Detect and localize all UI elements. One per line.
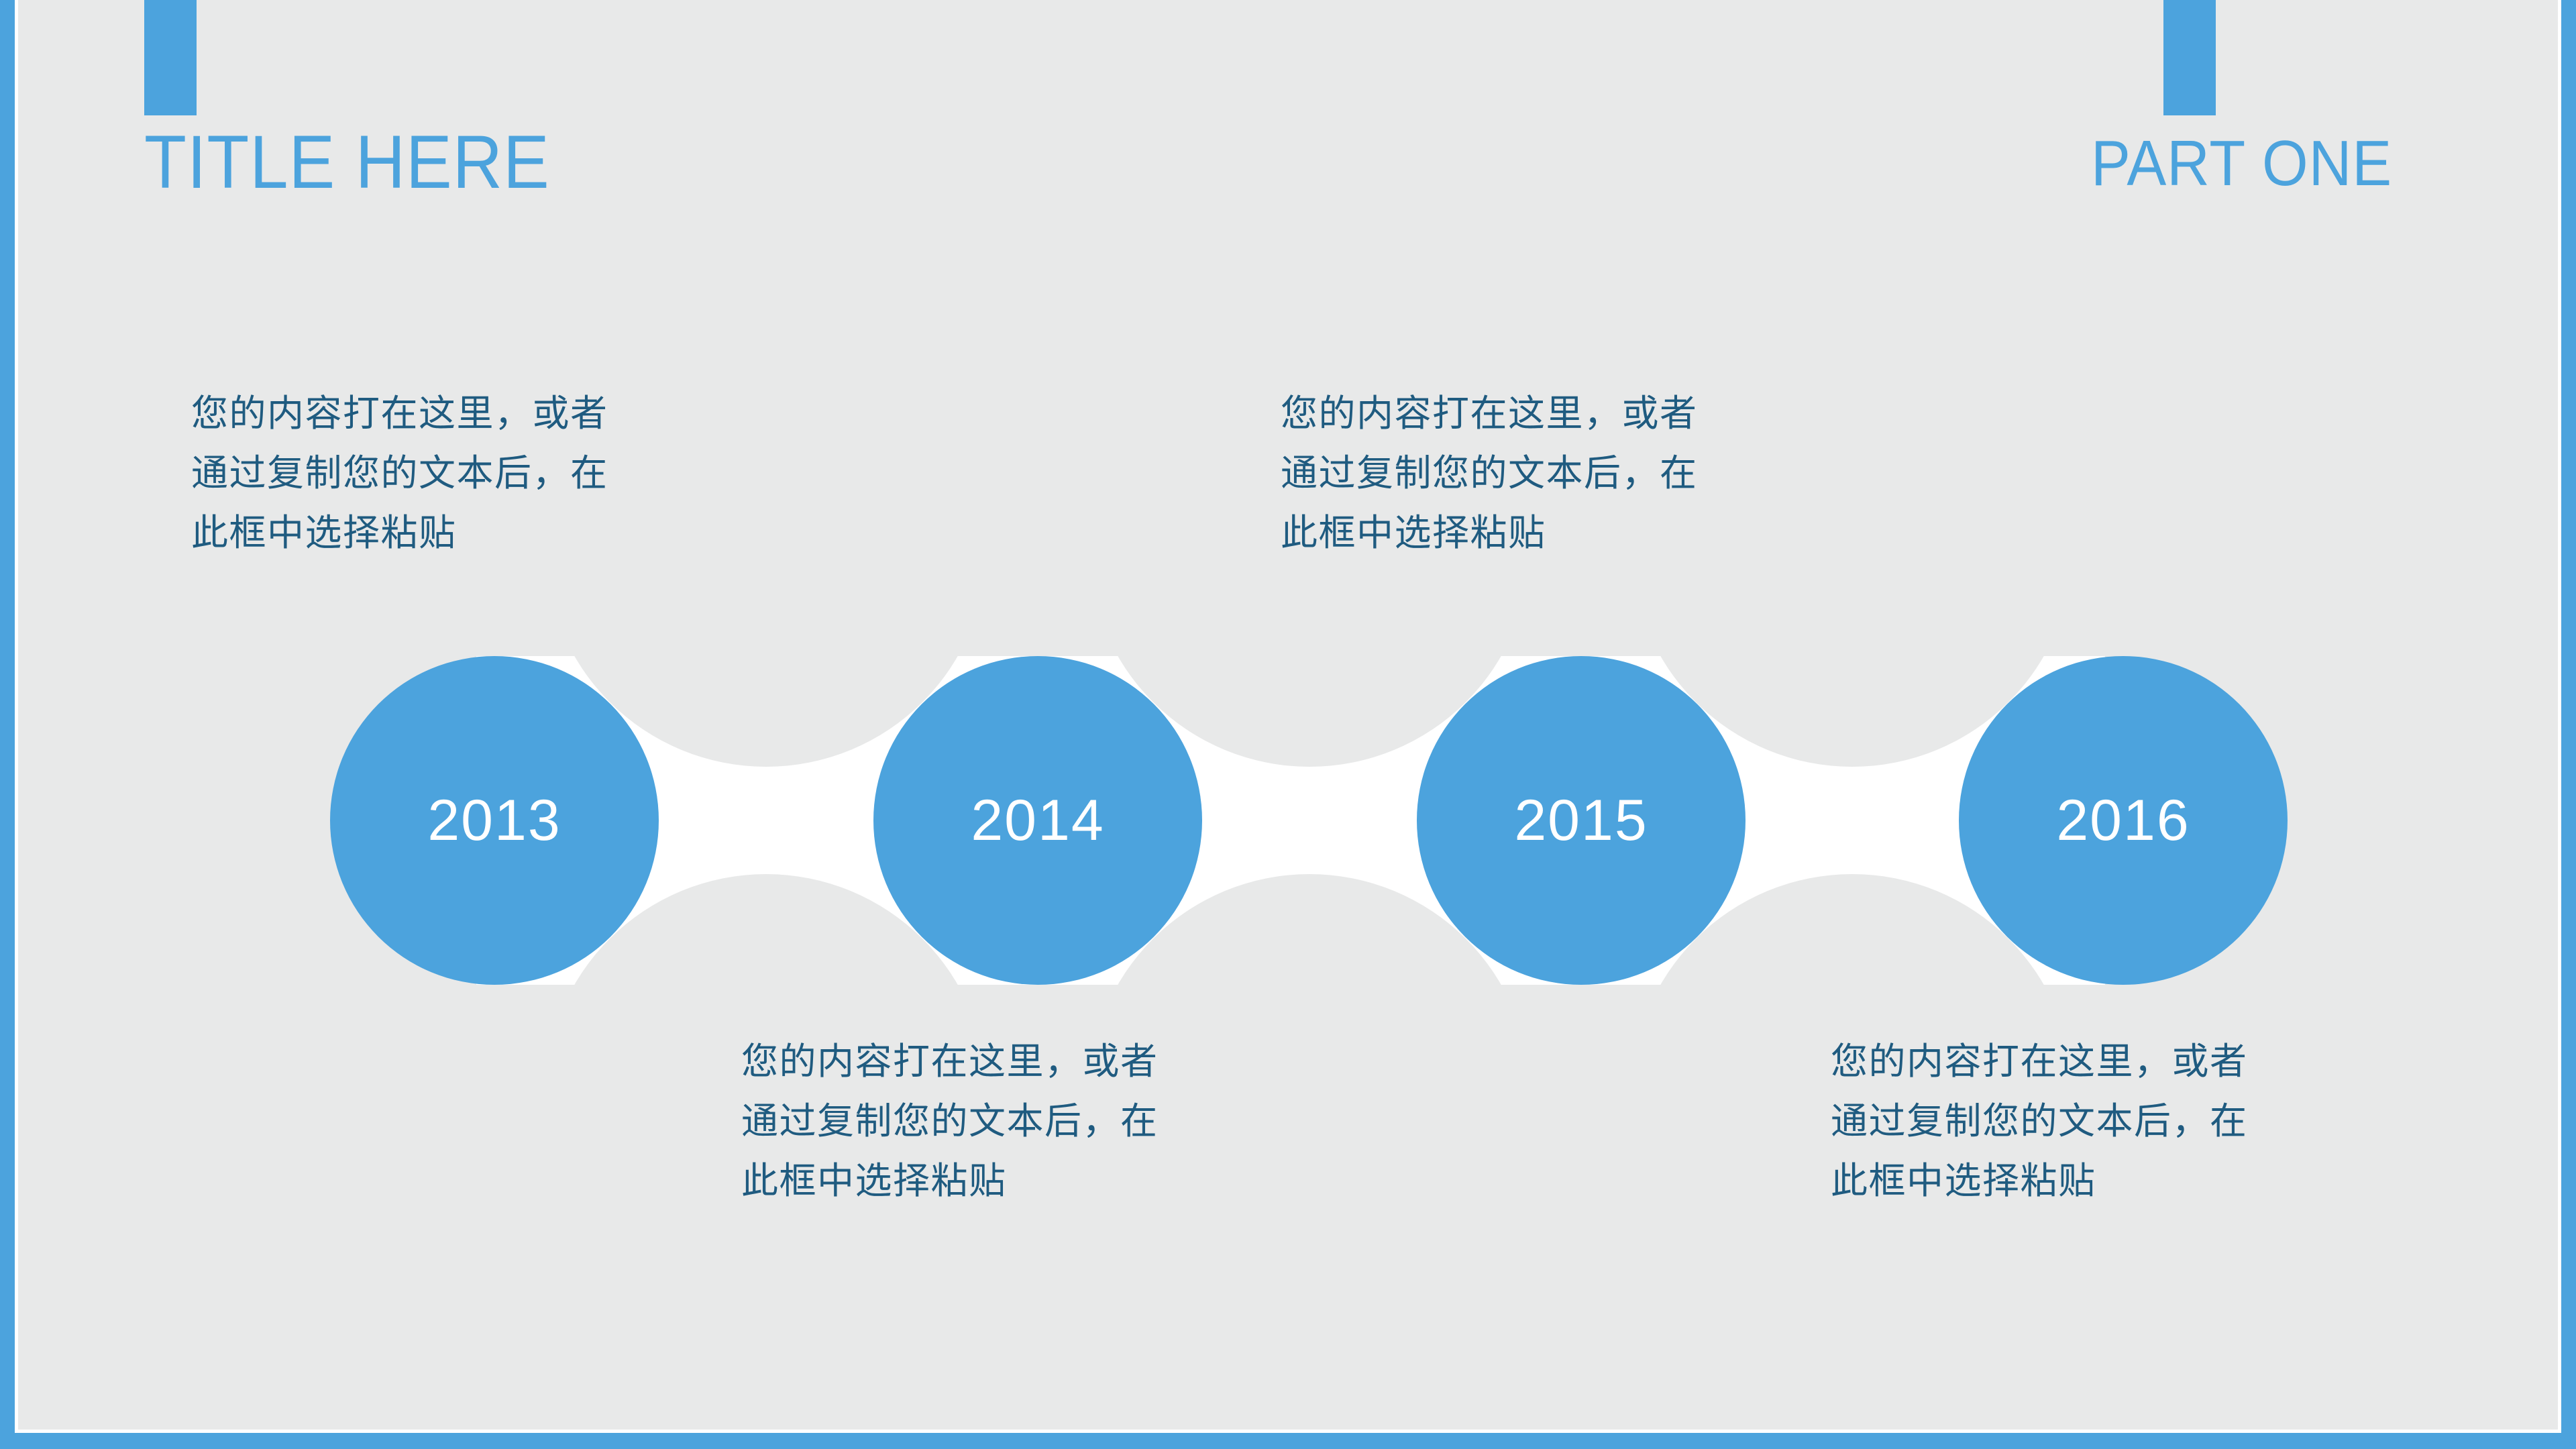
timeline-node-circle <box>1959 656 2288 985</box>
timeline-node-year: 2014 <box>971 788 1104 853</box>
section-label: PART ONE <box>2090 127 2392 199</box>
timeline-node-circle <box>1417 656 1746 985</box>
caption-2016: 您的内容打在这里，或者 通过复制您的文本后，在 此框中选择粘贴 <box>1831 1040 2248 1202</box>
slide-canvas: 2013 2014 2015 2016 TITLE HERE PART ONE <box>18 0 2558 1430</box>
timeline-node-2015[interactable]: 2015 <box>1417 656 1746 985</box>
timeline-node-2016[interactable]: 2016 <box>1959 656 2288 985</box>
header-accent-tab-left <box>144 0 197 115</box>
timeline-node-circle <box>330 656 659 985</box>
timeline-node-2014[interactable]: 2014 <box>873 656 1202 985</box>
timeline-node-year: 2016 <box>2056 788 2190 853</box>
page-title: TITLE HERE <box>144 120 550 204</box>
caption-2015: 您的内容打在这里，或者 通过复制您的文本后，在 此框中选择粘贴 <box>1281 392 1698 554</box>
caption-2014: 您的内容打在这里，或者 通过复制您的文本后，在 此框中选择粘贴 <box>741 1040 1159 1202</box>
timeline-node-2013[interactable]: 2013 <box>330 656 659 985</box>
timeline-graphic: 2013 2014 2015 2016 <box>18 604 2558 1040</box>
timeline-node-year: 2013 <box>427 788 561 853</box>
caption-2013: 您的内容打在这里，或者 通过复制您的文本后，在 此框中选择粘贴 <box>191 392 608 554</box>
timeline-node-year: 2015 <box>1514 788 1648 853</box>
header-accent-tab-right <box>2163 0 2216 115</box>
timeline-node-circle <box>873 656 1202 985</box>
